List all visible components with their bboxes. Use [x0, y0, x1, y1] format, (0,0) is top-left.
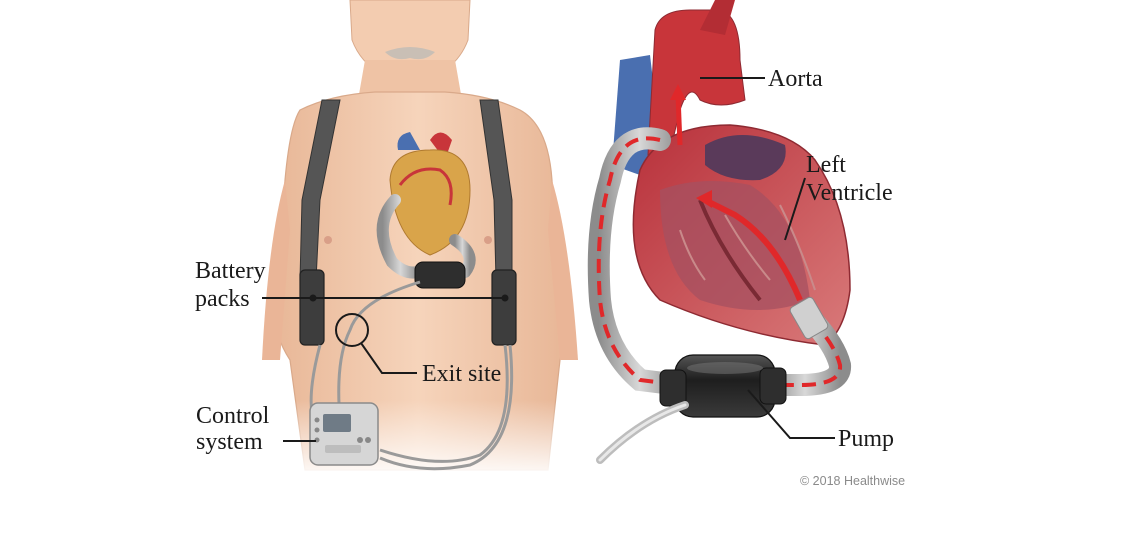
- flow-arrow-ventricle: [703, 197, 803, 302]
- exit-site-leader: [360, 342, 417, 374]
- muscle-fiber: [724, 214, 771, 281]
- right-leaders: [700, 77, 835, 439]
- aorta-branch: [700, 0, 735, 35]
- septum: [698, 199, 762, 302]
- exit-site-marker: [335, 313, 369, 347]
- chest-outflow-tube: [449, 234, 476, 278]
- label-aorta: Aorta: [768, 66, 823, 92]
- ventricle-interior: [660, 181, 810, 310]
- label-left-line1: Left: [806, 152, 846, 178]
- torso-figure: [260, 0, 580, 480]
- neck: [358, 60, 462, 100]
- muscle-fiber: [679, 229, 706, 281]
- right-arm: [548, 180, 578, 360]
- pump-driveline: [596, 401, 689, 464]
- cable-to-right-battery-2: [379, 344, 514, 471]
- chest-heart: [389, 132, 471, 256]
- flow-arrowhead-ventricle: [696, 190, 712, 208]
- aorta: [647, 9, 746, 161]
- flow-arrow-aorta: [675, 94, 683, 146]
- battery-dot-left: [309, 294, 317, 302]
- flow-arrowhead-aorta: [670, 84, 686, 100]
- chest-pump: [414, 261, 466, 289]
- control-system-device: [309, 402, 379, 466]
- inflow-cannula-flow: [770, 318, 843, 387]
- battery-dot-right: [501, 294, 509, 302]
- ventricle-leader: [784, 177, 806, 241]
- inflow-cuff: [789, 296, 829, 340]
- nipple-left: [324, 236, 332, 244]
- left-arm: [262, 180, 290, 360]
- chest-inflow-tube: [376, 194, 424, 279]
- heart-detail: [587, 0, 851, 464]
- copyright-credit: © 2018 Healthwise: [800, 474, 905, 488]
- mustache: [385, 47, 435, 60]
- label-battery-line1: Battery: [195, 258, 266, 284]
- pump-driveline-highlight: [598, 403, 687, 462]
- label-control-line1: Control: [196, 403, 270, 429]
- left-leaders: [262, 294, 509, 442]
- label-exit-site: Exit site: [422, 361, 501, 387]
- label-control-line2: system: [196, 429, 263, 455]
- label-left-line2: Ventricle: [806, 180, 893, 206]
- pump-device: [659, 354, 787, 418]
- pump-leader: [747, 389, 835, 439]
- battery-pack-left: [299, 269, 325, 346]
- label-pump: Pump: [838, 426, 894, 452]
- outflow-graft-flow: [596, 136, 681, 387]
- battery-pack-right: [491, 269, 517, 346]
- muscle-fiber: [779, 204, 816, 291]
- cable-to-right-battery: [379, 344, 509, 463]
- left-atrium: [705, 135, 786, 181]
- label-battery-line2: packs: [195, 286, 250, 312]
- nipple-right: [484, 236, 492, 244]
